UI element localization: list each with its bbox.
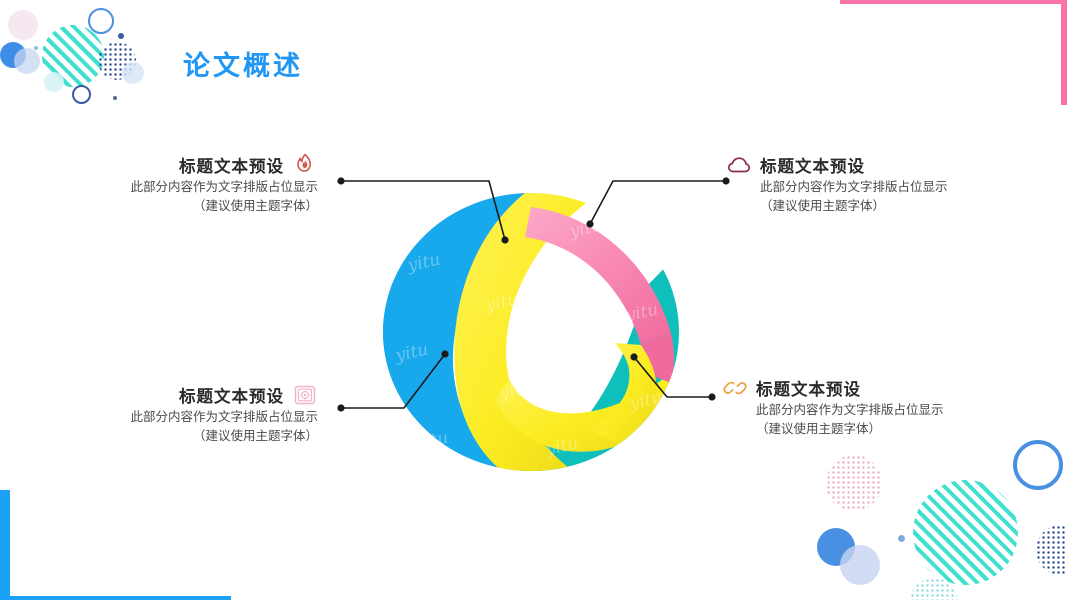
decor-dot-tiny-topleft-b xyxy=(118,33,124,39)
corner-bracket-top-right xyxy=(840,0,1067,105)
info-block-top-right[interactable]: 标题文本预设 此部分内容作为文字排版占位显示 （建议使用主题字体） xyxy=(726,152,976,217)
info-line2-top-left: （建议使用主题字体） xyxy=(192,199,318,214)
info-head-top-left: 标题文本预设 xyxy=(110,152,318,178)
decor-dot-tiny-topleft-a xyxy=(34,46,38,50)
decor-ring-circle-bottomright xyxy=(1013,440,1063,490)
info-title-bottom-left: 标题文本预设 xyxy=(179,388,284,406)
info-line1-bottom-left: 此部分内容作为文字排版占位显示 xyxy=(130,410,318,424)
info-title-bottom-right: 标题文本预设 xyxy=(756,381,861,399)
decor-dot-tiny-bottomright xyxy=(898,535,905,542)
corner-bracket-bottom-left xyxy=(0,490,231,600)
info-line2-bottom-left: （建议使用主题字体） xyxy=(192,429,318,444)
info-line2-top-right: （建议使用主题字体） xyxy=(760,199,886,214)
svg-text:yitu: yitu xyxy=(565,350,602,377)
info-block-bottom-right[interactable]: 标题文本预设 此部分内容作为文字排版占位显示 （建议使用主题字体） xyxy=(722,375,972,440)
info-title-top-right: 标题文本预设 xyxy=(760,158,865,176)
info-head-top-right: 标题文本预设 xyxy=(726,152,976,178)
info-title-top-left: 标题文本预设 xyxy=(179,158,284,176)
link-icon xyxy=(722,375,748,401)
info-block-top-left[interactable]: 标题文本预设 此部分内容作为文字排版占位显示 （建议使用主题字体） xyxy=(110,152,318,217)
info-line1-top-left: 此部分内容作为文字排版占位显示 xyxy=(130,180,318,194)
svg-text:yitu: yitu xyxy=(413,428,450,455)
decor-pale-pink-circle-topleft xyxy=(8,10,38,40)
decor-dot-circle-bottomright-pink xyxy=(826,455,882,511)
fire-icon xyxy=(292,152,318,178)
info-line2-bottom-right: （建议使用主题字体） xyxy=(756,422,882,437)
safe-box-icon xyxy=(292,382,318,408)
info-head-bottom-right: 标题文本预设 xyxy=(722,375,972,401)
decor-dot-tiny-topleft-c xyxy=(113,96,117,100)
info-block-bottom-left[interactable]: 标题文本预设 此部分内容作为文字排版占位显示 （建议使用主题字体） xyxy=(110,382,318,447)
decor-pale-circle-topleft-d xyxy=(44,72,64,92)
decor-dot-circle-bottomright-navy xyxy=(1036,525,1067,575)
decor-pale-blue-circle-topleft xyxy=(14,48,40,74)
decor-pale-blue-circle-bottomright xyxy=(840,545,880,585)
info-line1-top-right: 此部分内容作为文字排版占位显示 xyxy=(760,180,948,194)
decor-pale-circle-topleft-c xyxy=(122,62,144,84)
cloud-icon xyxy=(726,152,752,178)
decor-ring-circle-topleft-a xyxy=(88,8,114,34)
sphere-graphic: yitu yitu yitu yitu yitu yitu yitu yitu … xyxy=(383,193,679,471)
decor-dot-circle-bottomright-teal xyxy=(910,578,958,600)
page-title: 论文概述 xyxy=(183,51,303,81)
info-line1-bottom-right: 此部分内容作为文字排版占位显示 xyxy=(756,403,944,417)
decor-stripe-circle-bottomright xyxy=(913,480,1018,585)
decor-ring-circle-topleft-b xyxy=(72,85,91,104)
info-head-bottom-left: 标题文本预设 xyxy=(110,382,318,408)
